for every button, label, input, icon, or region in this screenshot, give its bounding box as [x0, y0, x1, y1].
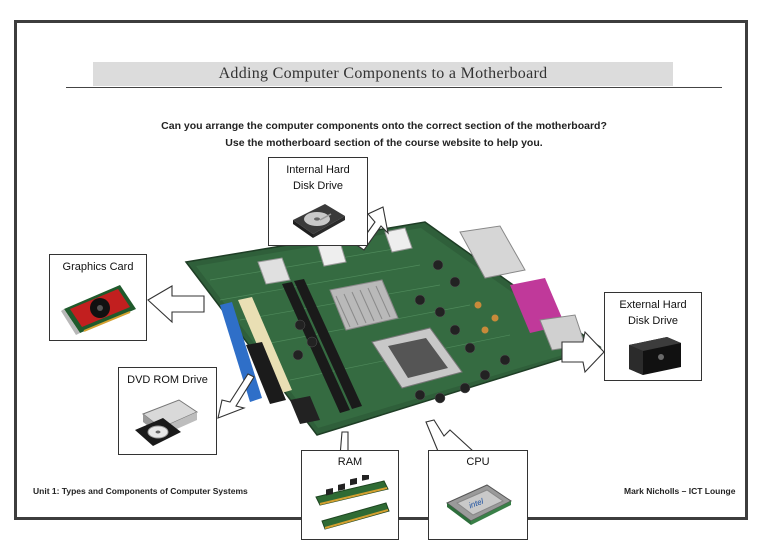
page-title: Adding Computer Components to a Motherbo…	[218, 65, 548, 82]
external-hdd-label-1: External Hard	[619, 299, 687, 311]
title-bar	[93, 62, 673, 86]
arrow-dvd-drive	[217, 373, 255, 419]
card-cpu[interactable]: CPU intel	[428, 450, 528, 540]
cpu-chip-icon: intel	[446, 484, 512, 525]
card-internal-hdd[interactable]: Internal Hard Disk Drive	[268, 157, 368, 246]
external-drive-icon	[629, 337, 681, 375]
cpu-label: CPU	[466, 456, 490, 468]
io-panel	[459, 225, 526, 279]
card-external-hdd[interactable]: External Hard Disk Drive	[604, 292, 702, 381]
external-hdd-label-2: Disk Drive	[627, 315, 679, 327]
internal-hdd-label-1: Internal Hard	[286, 164, 350, 176]
arrow-external-hdd	[561, 330, 605, 374]
footer-author: Mark Nicholls – ICT Lounge	[624, 486, 736, 496]
title-divider	[66, 87, 722, 88]
internal-hdd-label-2: Disk Drive	[292, 180, 344, 192]
footer-unit: Unit 1: Types and Components of Computer…	[33, 486, 248, 496]
instruction-line-1: Can you arrange the computer components …	[161, 120, 607, 132]
hard-disk-icon	[293, 204, 345, 238]
arrow-graphics-card	[147, 285, 205, 324]
dvd-drive-label: DVD ROM Drive	[127, 374, 208, 386]
instruction-line-2: Use the motherboard section of the cours…	[225, 137, 543, 149]
pci-slot-cream	[238, 297, 292, 394]
dvd-drive-icon	[135, 399, 199, 446]
ram-label: RAM	[337, 456, 363, 468]
ram-stick-icon	[315, 475, 390, 530]
motherboard-surface	[196, 228, 590, 428]
card-graphics-card[interactable]: Graphics Card	[49, 254, 147, 341]
graphics-card-label: Graphics Card	[62, 261, 134, 273]
card-ram[interactable]: RAM	[301, 450, 399, 540]
card-dvd-drive[interactable]: DVD ROM Drive	[118, 367, 217, 455]
graphics-card-icon	[61, 285, 136, 335]
ram-slot	[282, 282, 350, 413]
